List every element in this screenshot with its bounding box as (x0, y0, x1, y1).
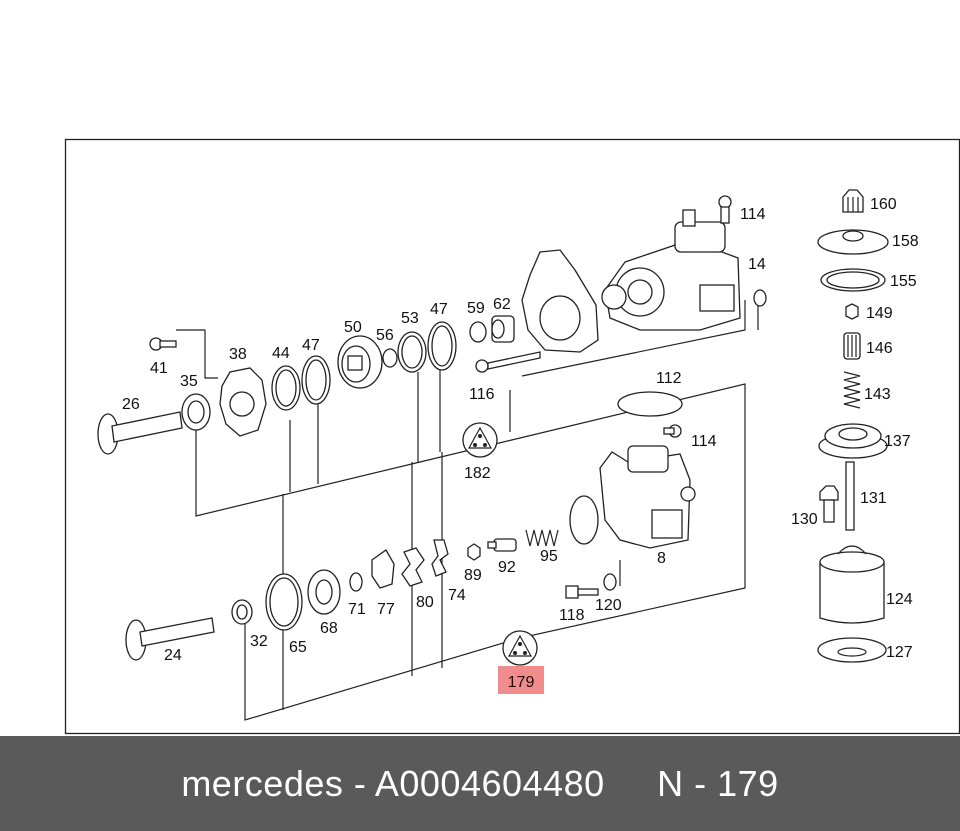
label-38: 38 (229, 346, 247, 363)
cap-160 (842, 189, 864, 213)
gasket-127 (817, 637, 887, 663)
symbol-182 (462, 422, 498, 458)
label-124: 124 (886, 591, 913, 608)
label-80: 80 (416, 594, 434, 611)
label-120: 120 (595, 597, 622, 614)
pulley-137 (818, 423, 888, 459)
reservoir-124 (819, 545, 885, 624)
label-47-left: 47 (302, 337, 320, 354)
symbol-179 (502, 630, 538, 666)
nut-89 (467, 543, 481, 561)
plate-158 (817, 229, 889, 255)
label-155: 155 (890, 273, 917, 290)
screw-114-bottom (663, 424, 682, 438)
seal-14 (753, 289, 767, 307)
spring-143 (843, 371, 861, 409)
label-146: 146 (866, 340, 893, 357)
ring-112 (617, 391, 683, 417)
label-44: 44 (272, 345, 290, 362)
ring-47-right (427, 321, 457, 371)
ring-71 (349, 572, 363, 592)
label-24: 24 (164, 647, 182, 664)
label-116: 116 (469, 386, 495, 403)
bolt-130 (819, 485, 839, 523)
label-114-lower: 114 (691, 433, 717, 450)
label-77: 77 (377, 601, 395, 618)
label-59: 59 (467, 300, 485, 317)
label-131: 131 (860, 490, 887, 507)
label-112: 112 (656, 370, 682, 387)
shaft-24 (125, 617, 215, 661)
pump-assembly-8 (569, 445, 696, 549)
pump-body-38 (219, 367, 267, 437)
label-114: 114 (740, 206, 766, 223)
label-149: 149 (866, 305, 893, 322)
highlight-179 (498, 666, 544, 694)
spring-clip-74 (431, 539, 449, 577)
shaft-26 (97, 411, 183, 455)
label-179: 179 (508, 674, 535, 691)
label-62: 62 (493, 296, 511, 313)
spring-95 (525, 529, 559, 547)
washer-120 (603, 573, 617, 591)
label-118: 118 (559, 607, 585, 624)
label-92: 92 (498, 559, 516, 576)
assembly-lines (176, 300, 759, 721)
bolt-116 (475, 351, 541, 373)
label-68: 68 (320, 620, 338, 637)
screw-41 (149, 337, 177, 351)
label-35: 35 (180, 373, 198, 390)
parts-diagram: 114 14 160 158 155 149 146 143 137 131 1… (64, 138, 960, 735)
label-182: 182 (464, 465, 491, 482)
label-74: 74 (448, 587, 466, 604)
ring-56 (382, 348, 398, 368)
label-14: 14 (748, 256, 766, 273)
label-127: 127 (886, 644, 913, 661)
bolt-131 (845, 461, 855, 531)
label-143: 143 (864, 386, 891, 403)
valve-92 (487, 538, 517, 552)
label-95: 95 (540, 548, 558, 565)
label-158: 158 (892, 233, 919, 250)
label-137: 137 (884, 433, 911, 450)
ring-53 (397, 331, 427, 373)
seal-32 (231, 599, 253, 625)
footer-bar (0, 736, 960, 831)
label-130: 130 (791, 511, 818, 528)
bolt-118 (565, 585, 599, 599)
part-labels: 114 14 160 158 155 149 146 143 137 131 1… (122, 196, 919, 691)
label-65: 65 (289, 639, 307, 656)
label-26: 26 (122, 396, 140, 413)
valve-146 (843, 332, 861, 360)
label-71: 71 (348, 601, 366, 618)
label-8: 8 (657, 550, 666, 567)
pump-assembly-14 (521, 209, 741, 353)
side-plate-77 (371, 549, 395, 589)
ring-155 (820, 268, 886, 292)
label-53: 53 (401, 310, 419, 327)
rotor-68 (307, 569, 341, 615)
label-160: 160 (870, 196, 897, 213)
ring-47-left (301, 355, 331, 405)
label-56: 56 (376, 327, 394, 344)
cam-ring-80 (401, 547, 425, 587)
label-47-right: 47 (430, 301, 448, 318)
rotor-50 (337, 335, 383, 389)
seal-35 (181, 393, 211, 431)
washer-59 (469, 321, 487, 343)
label-89: 89 (464, 567, 482, 584)
screw-114-top (718, 195, 732, 224)
nut-149 (845, 303, 859, 320)
footer-caption: mercedes - A0004604480 N - 179 (181, 763, 779, 804)
label-41: 41 (150, 360, 168, 377)
label-32: 32 (250, 633, 268, 650)
label-50: 50 (344, 319, 362, 336)
ring-65 (265, 573, 303, 631)
bearing-62 (491, 315, 515, 343)
ring-44 (271, 365, 301, 411)
